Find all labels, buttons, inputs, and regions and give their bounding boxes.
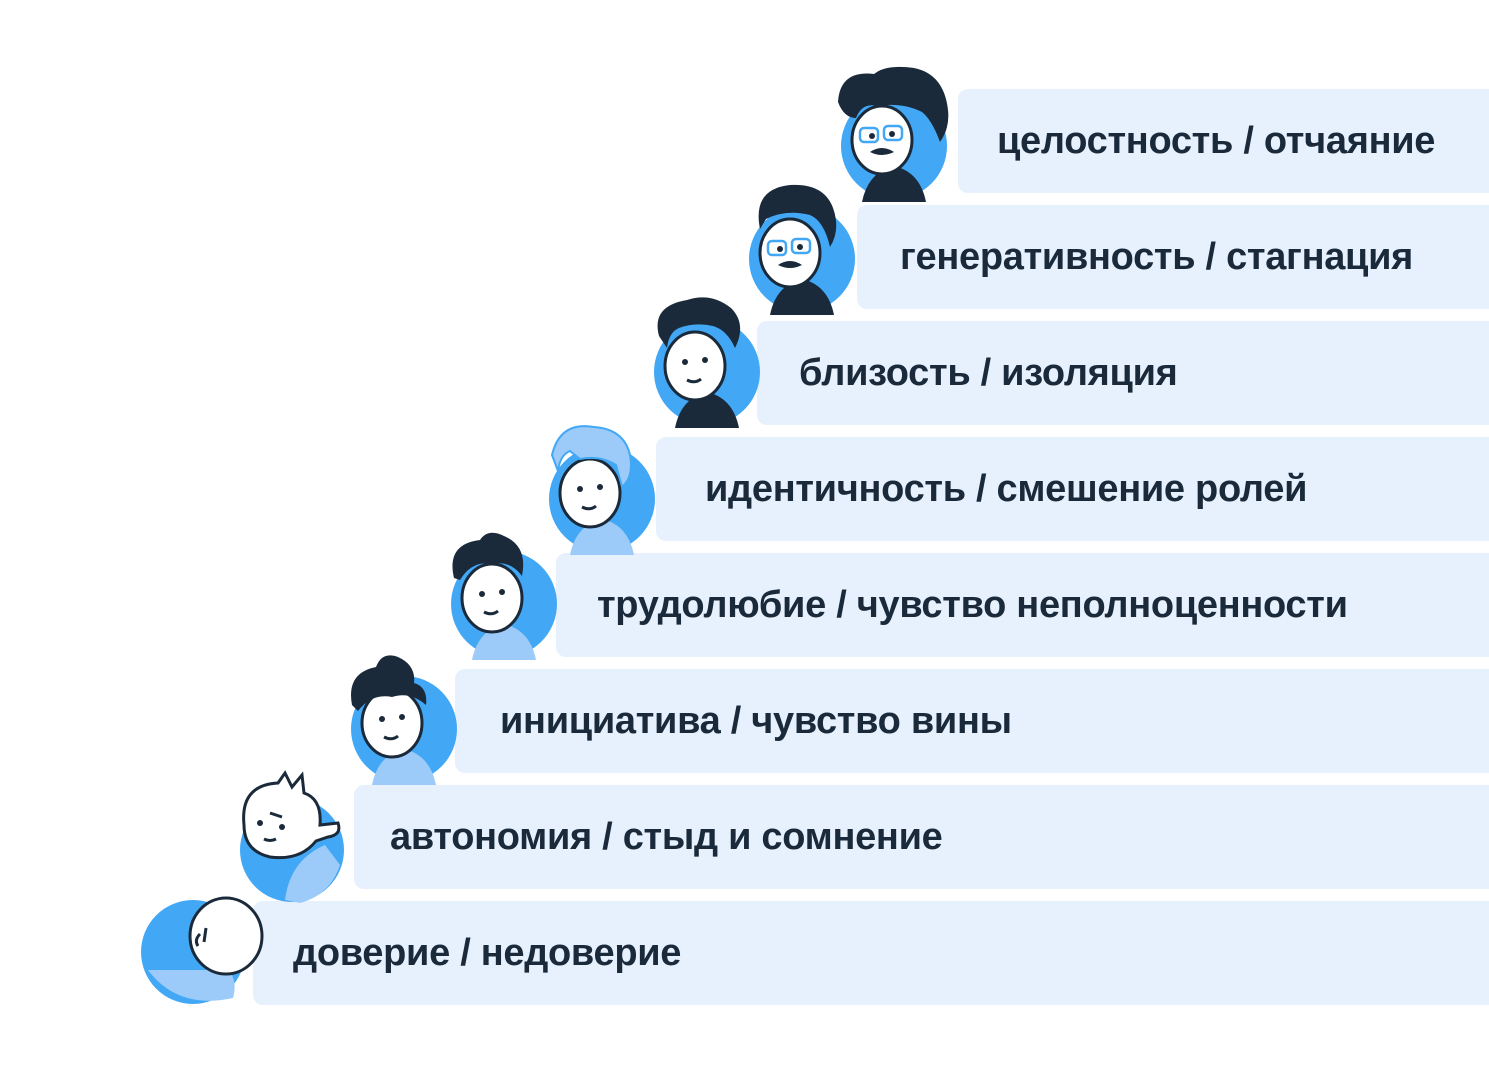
stage-label: инициатива / чувство вины	[500, 700, 1012, 742]
stage-label: трудолюбие / чувство неполноценности	[597, 584, 1348, 626]
baby-face-icon	[138, 870, 268, 1010]
stage-bar: близость / изоляция	[757, 321, 1489, 425]
stage-label: идентичность / смешение ролей	[705, 468, 1308, 510]
stage-label: автономия / стыд и сомнение	[390, 816, 943, 858]
stage-bar: целостность / отчаяние	[958, 89, 1489, 193]
teenager-face-icon	[530, 415, 660, 555]
stage-label: целостность / отчаяние	[997, 120, 1436, 162]
stage-bar: генеративность / стагнация	[857, 205, 1489, 309]
stage-bar: доверие / недоверие	[253, 901, 1489, 1005]
stage-bar: автономия / стыд и сомнение	[354, 785, 1489, 889]
elder-face-icon	[822, 62, 952, 202]
stage-label: генеративность / стагнация	[900, 236, 1414, 278]
stage-label: близость / изоляция	[799, 352, 1178, 394]
stage-bar: трудолюбие / чувство неполноценности	[556, 553, 1489, 657]
stage-bar: идентичность / смешение ролей	[656, 437, 1489, 541]
toddler-face-icon	[230, 765, 360, 905]
stage-bar: инициатива / чувство вины	[455, 669, 1489, 773]
stage-label: доверие / недоверие	[293, 932, 682, 974]
child-face-icon	[332, 645, 462, 785]
schoolchild-face-icon	[432, 520, 562, 660]
young-adult-face-icon	[635, 288, 765, 428]
adult-face-icon	[730, 175, 860, 315]
